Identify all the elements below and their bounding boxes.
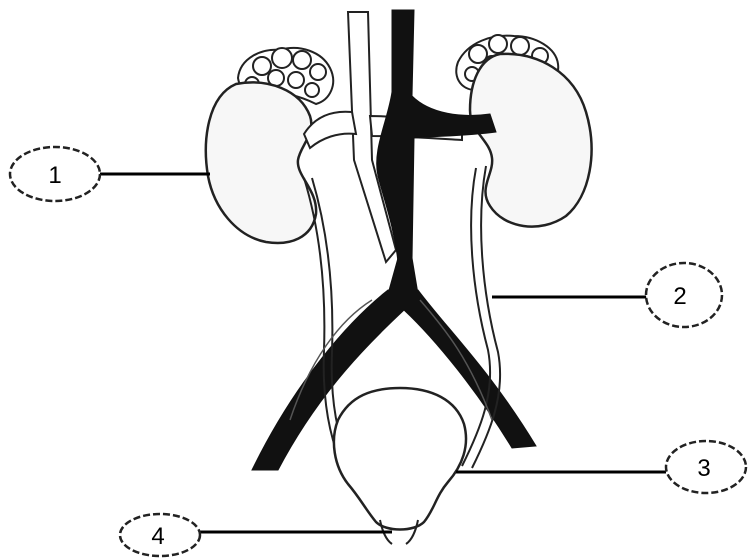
callout-4: 4 bbox=[120, 514, 200, 556]
callout-4-label: 4 bbox=[151, 523, 164, 550]
callout-3-label: 3 bbox=[697, 455, 710, 482]
callout-3: 3 bbox=[666, 441, 746, 493]
callout-2-label: 2 bbox=[673, 283, 686, 310]
callout-1-label: 1 bbox=[48, 162, 61, 189]
right-kidney bbox=[470, 54, 592, 227]
urinary-bladder bbox=[334, 388, 466, 530]
callout-1: 1 bbox=[10, 147, 100, 201]
left-kidney bbox=[206, 82, 316, 243]
callout-2: 2 bbox=[646, 263, 722, 327]
